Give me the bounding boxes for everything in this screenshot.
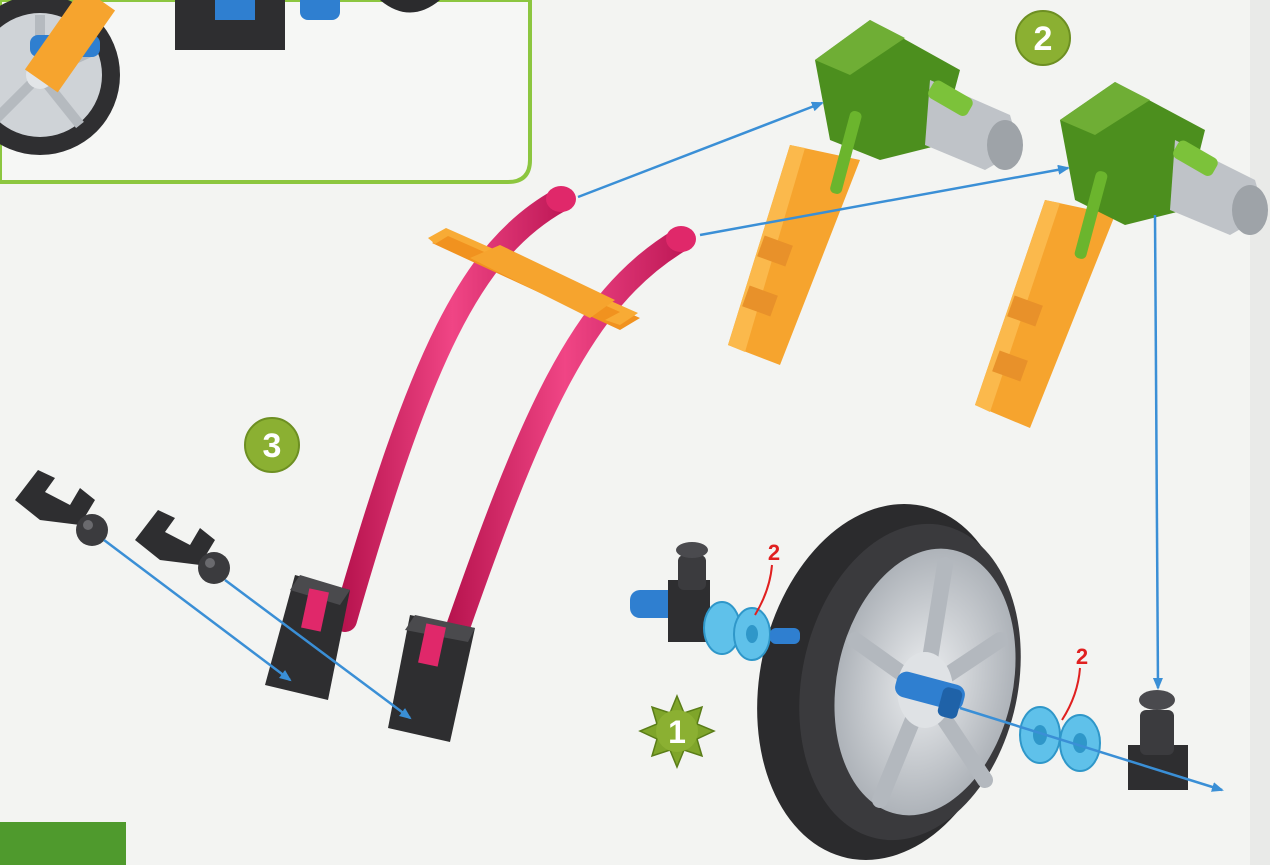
svg-text:2: 2	[1034, 20, 1053, 58]
step-3-badge: 3	[245, 418, 299, 472]
svg-text:1: 1	[668, 714, 686, 750]
svg-text:3: 3	[263, 427, 282, 465]
svg-text:2: 2	[768, 540, 780, 565]
corner-tab	[0, 822, 126, 865]
svg-text:2: 2	[1076, 644, 1088, 669]
step-2-badge: 2	[1016, 11, 1070, 65]
previous-step-inset	[0, 0, 530, 182]
